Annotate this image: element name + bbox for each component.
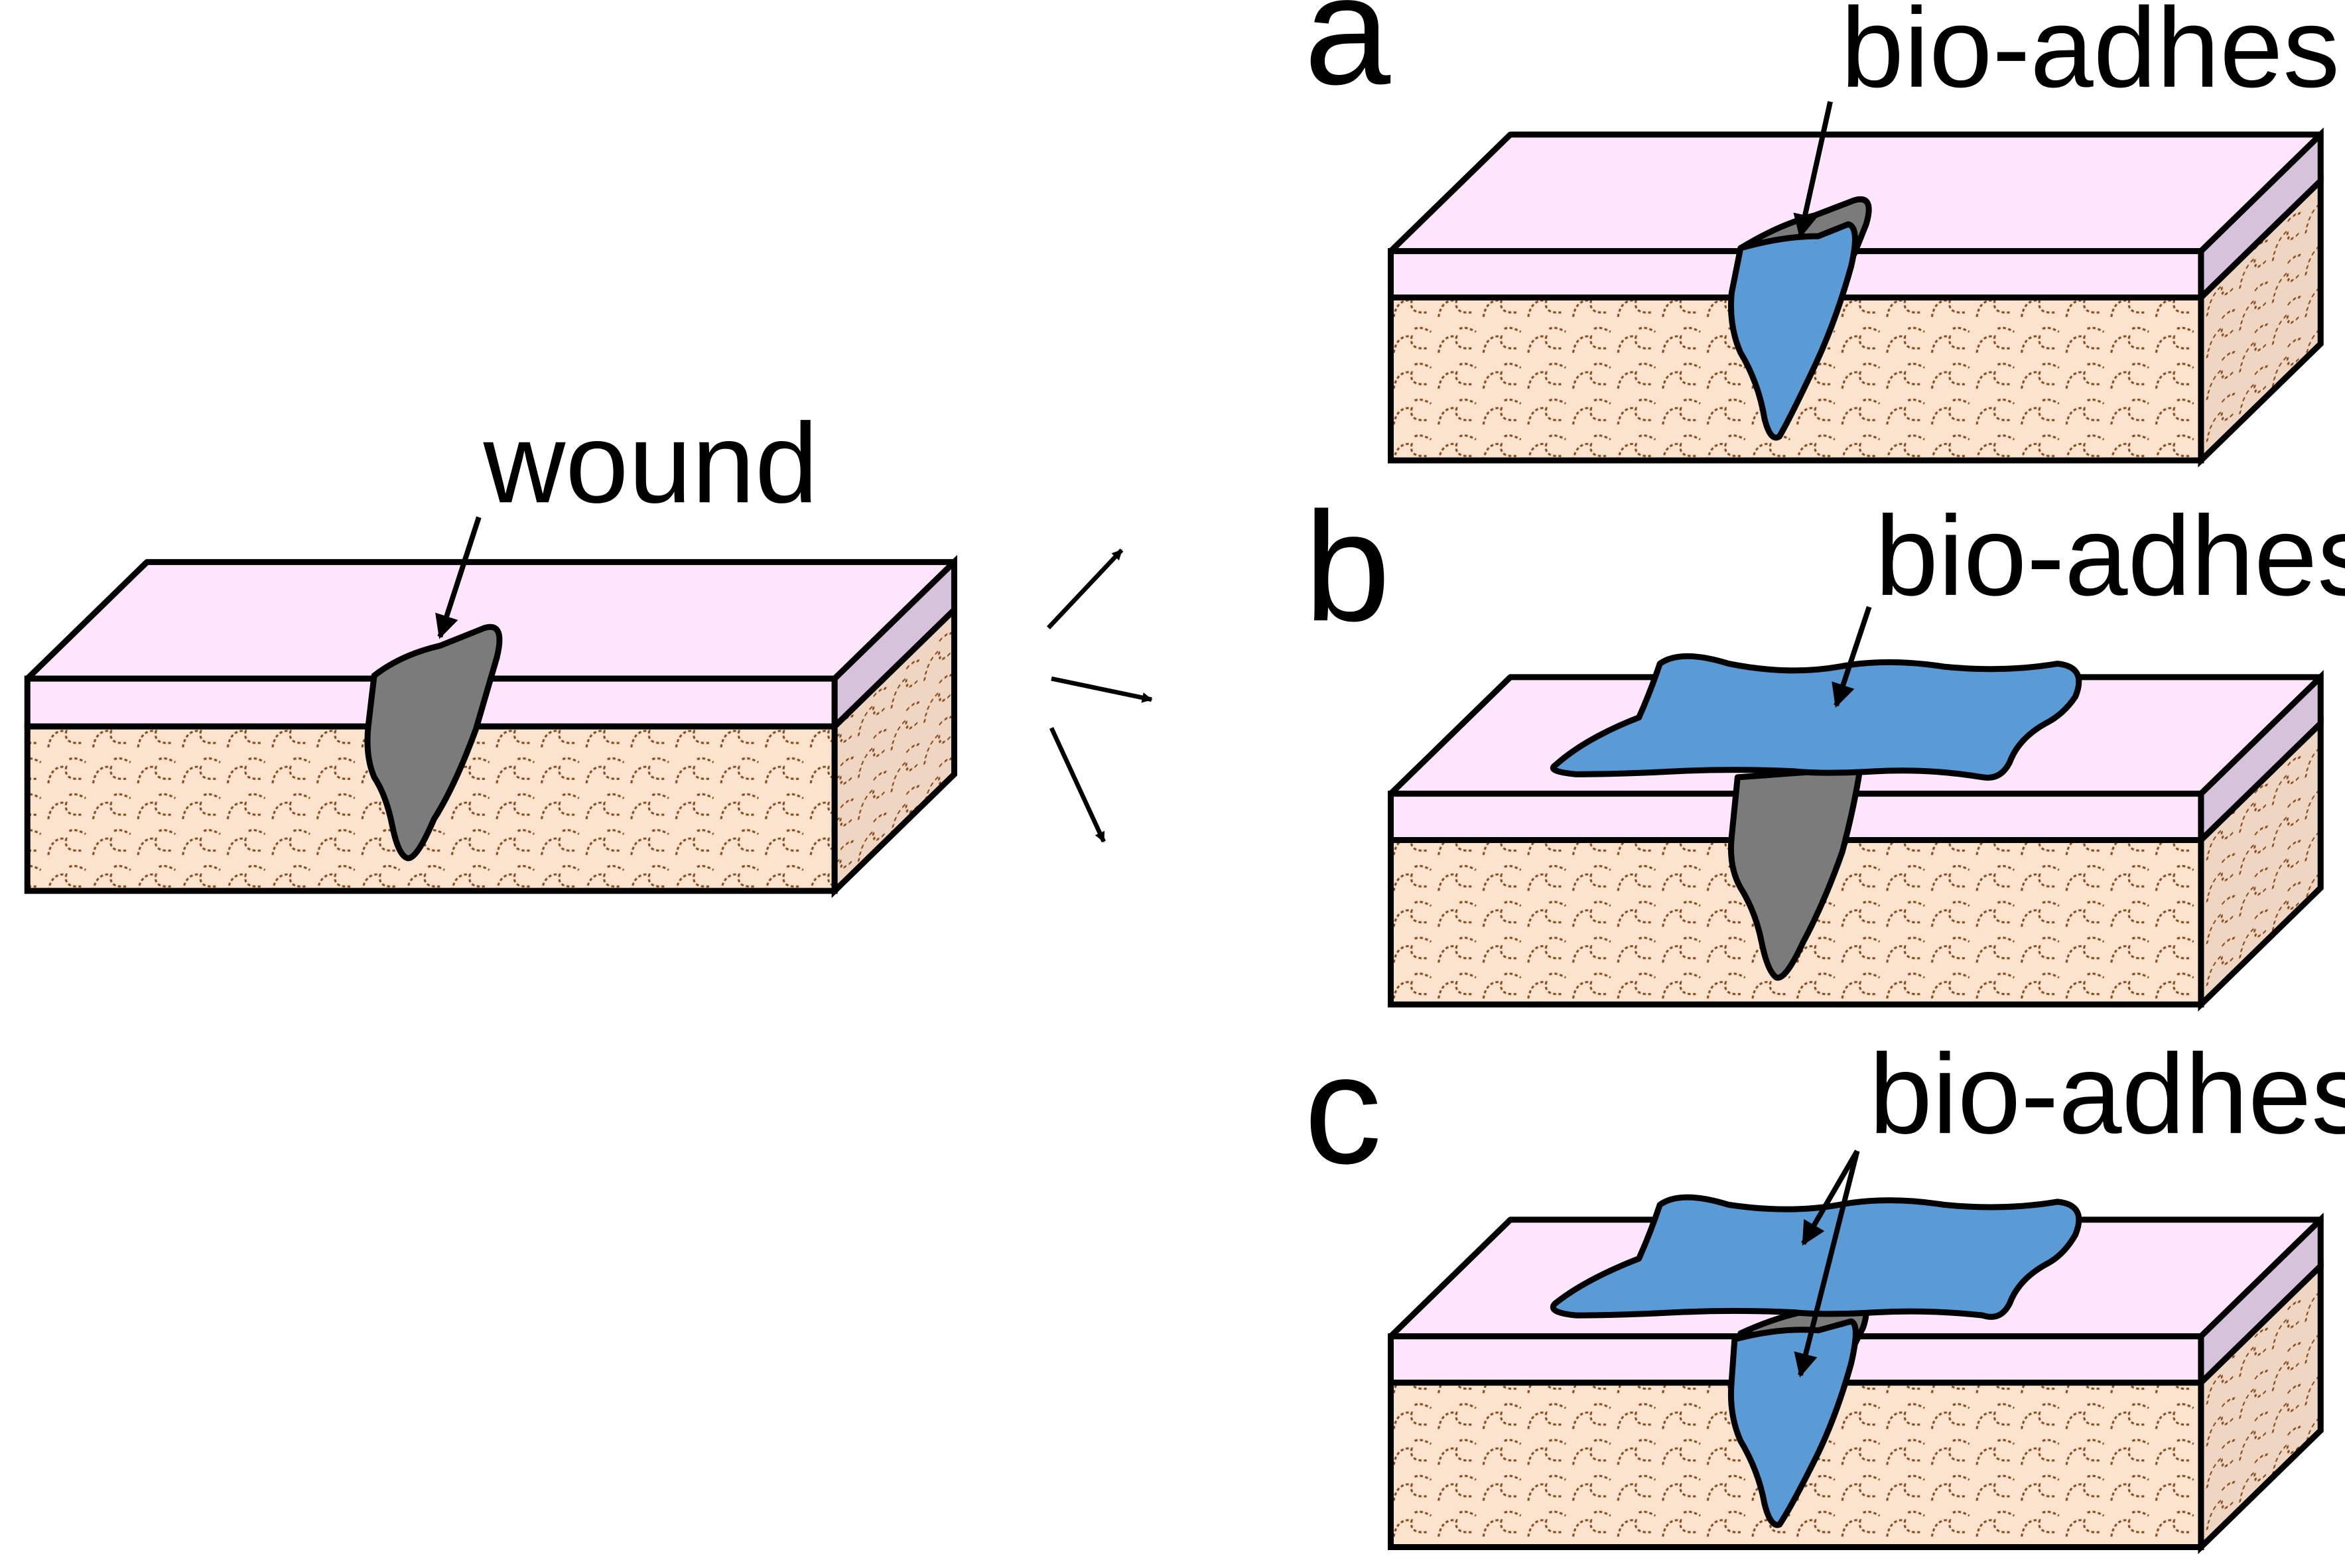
panel-a-letter: a <box>1304 0 1391 117</box>
dermis-side <box>2198 173 2324 468</box>
panel-c: c bio-adhesive <box>1304 1022 2345 1555</box>
dermis-side <box>2198 1259 2324 1555</box>
bio-adhesive-label: bio-adhesive <box>1869 1031 2345 1157</box>
bio-adhesive-arrow-fill <box>1794 1150 1860 1378</box>
panel-a: a bio-adhesive <box>1304 0 2345 468</box>
bio-adhesive-arrow <box>1793 101 1833 239</box>
panel-b-letter: b <box>1304 480 1390 653</box>
dermis-side <box>2198 716 2324 1012</box>
arrow-to-b <box>1051 676 1153 703</box>
bio-adhesive-patch <box>1550 1194 2082 1320</box>
wound-shape <box>1727 765 1863 981</box>
skin-block-wound: wound <box>24 400 957 898</box>
bio-adhesive-label: bio-adhesive <box>1875 493 2345 620</box>
bio-adhesive-fill <box>1727 221 1858 441</box>
arrow-to-a <box>1046 548 1124 629</box>
dermis-side <box>831 602 957 898</box>
panel-b: b bio-adhesive <box>1304 480 2345 1012</box>
branch-arrows <box>1046 548 1153 843</box>
bio-adhesive-arrow-patch <box>1801 1149 1860 1246</box>
arrow-to-c <box>1049 727 1106 843</box>
panel-c-letter: c <box>1304 1022 1382 1196</box>
wound-shape <box>364 623 503 862</box>
bio-adhesive-fill <box>1727 1318 1859 1528</box>
wound-label: wound <box>483 400 819 527</box>
bio-adhesive-arrow <box>1832 606 1872 708</box>
bio-adhesive-patch <box>1550 653 2082 781</box>
bio-adhesive-label: bio-adhesive <box>1841 0 2345 111</box>
wound-arrow <box>435 516 482 639</box>
